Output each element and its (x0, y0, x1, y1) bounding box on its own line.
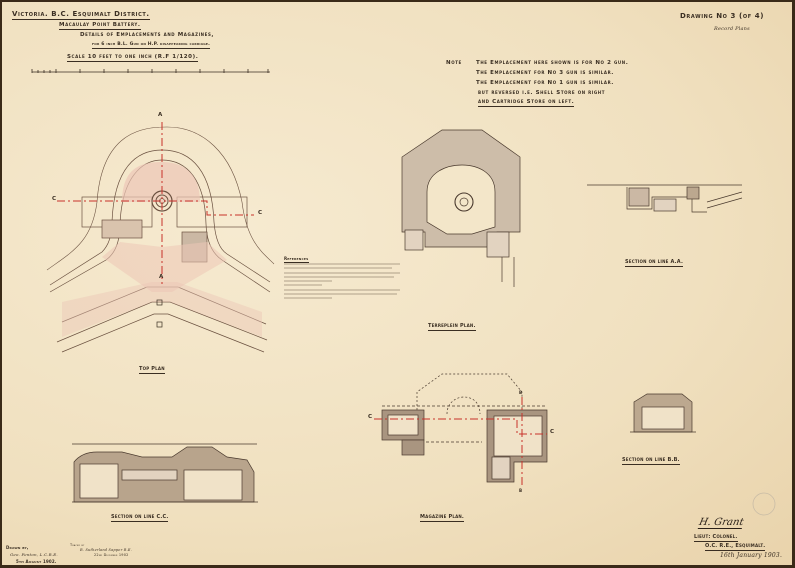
title-line-3: Details of Emplacements and Magazines, (80, 32, 215, 38)
section-mark-c: C (52, 196, 57, 202)
section-mark-b: B (519, 390, 523, 395)
section-cc-label: Section on line C.C. (111, 514, 169, 522)
scale-label: Scale 10 feet to one inch (R.F 1/120). (67, 54, 199, 62)
references-text-lines (284, 263, 400, 299)
terreplein-plan-label: Terreplein Plan. (428, 323, 476, 331)
note-line: and Cartridge Store on left. (478, 99, 575, 107)
section-cc (72, 443, 258, 503)
top-plan (46, 122, 275, 353)
scale-bar (31, 69, 270, 73)
traced-by-name: R. Sutherland Sapper R.E. (80, 548, 132, 552)
section-bb (630, 393, 696, 433)
title-line-2: Macaulay Point Battery. (59, 22, 141, 30)
section-aa (587, 184, 743, 213)
note-line: The Emplacement for No 3 gun is similar. (476, 70, 614, 76)
note-line: but reversed i.e. Shell Store on right (478, 90, 606, 96)
traced-by-label: Traced by (70, 543, 85, 547)
section-mark-c: C (368, 414, 373, 420)
drawn-by-name: Geo. Fenton, L.C.R.E. (10, 552, 58, 557)
approval-date: 16th January 1903. (720, 552, 783, 559)
section-mark-c: C (258, 210, 263, 216)
traced-by-date: 22nd December 1902 (94, 553, 129, 557)
approval-rank: Lieut: Colonel. (694, 534, 738, 542)
section-mark-b: B (519, 488, 523, 493)
note-label: Note (446, 60, 462, 66)
approval-office: O.C. R.E., Esquimalt. (705, 543, 766, 551)
section-bb-label: Section on line B.B. (622, 457, 680, 465)
note-line: The Emplacement here shown is for No 2 g… (476, 60, 629, 66)
record-note: Record Plans (714, 26, 750, 32)
section-mark-a: A (158, 112, 163, 118)
section-mark-a: A (159, 274, 164, 280)
title-line-1: Victoria. B.C. Esquimalt District. (12, 10, 150, 20)
title-line-4: for 6 inch B.L. Gun on H.P. disappearing… (92, 42, 211, 49)
references-heading: References (284, 256, 309, 263)
terreplein-plan (401, 129, 521, 287)
pencil-stamp (752, 492, 776, 516)
section-aa-label: Section on line A.A. (625, 259, 684, 267)
note-line: The Emplacement for No 1 gun is similar. (476, 80, 614, 86)
top-plan-label: Top Plan (139, 366, 165, 374)
section-mark-c: C (550, 429, 555, 435)
magazine-plan (374, 373, 548, 487)
magazine-plan-label: Magazine Plan. (420, 514, 465, 522)
drawn-by-date: 5th August 1902. (16, 559, 57, 564)
drawn-by-label: Drawn by, (6, 545, 29, 550)
drawing-number: Drawing No 3 (of 4) (680, 12, 765, 20)
signature: H. Grant (697, 517, 745, 529)
